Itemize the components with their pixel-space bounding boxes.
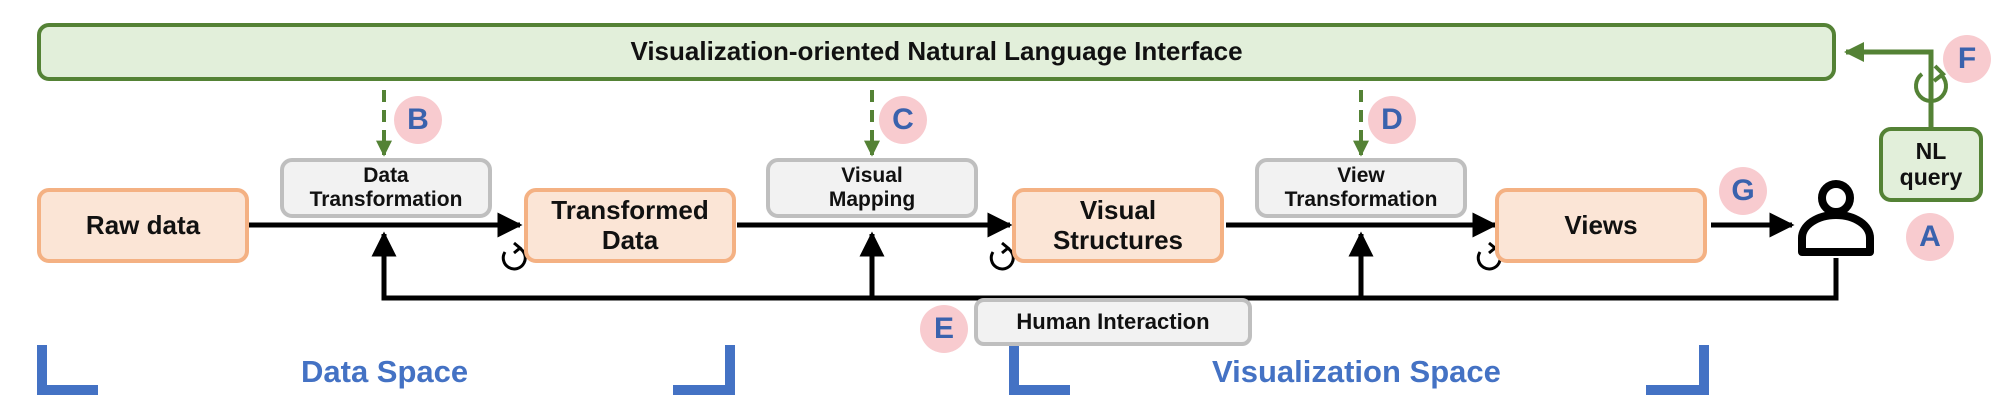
stage-views: Views <box>1495 188 1707 263</box>
cycle-arrow-icon <box>989 241 1015 271</box>
badge-g: G <box>1719 167 1767 215</box>
badge-a: A <box>1906 213 1954 261</box>
op-visual-mapping: Visual Mapping <box>766 158 978 218</box>
data-space-bracket-left <box>37 345 98 395</box>
human-interaction-box: Human Interaction <box>974 298 1252 346</box>
cycle-arrow-icon <box>501 241 527 271</box>
badge-c: C <box>879 96 927 144</box>
stage-transformed-data: Transformed Data <box>524 188 736 263</box>
visualization-space-bracket-left <box>1009 345 1070 395</box>
op-data-transformation: Data Transformation <box>280 158 492 218</box>
visualization-space-bracket-right <box>1646 345 1709 395</box>
badge-e: E <box>920 305 968 353</box>
nl-query-cycle-icon <box>1914 64 1948 103</box>
badge-f: F <box>1943 35 1991 83</box>
nl-interface-banner: Visualization-oriented Natural Language … <box>37 23 1836 81</box>
user-icon <box>1798 180 1874 256</box>
data-space-label: Data Space <box>301 354 469 389</box>
op-view-transformation: View Transformation <box>1255 158 1467 218</box>
data-space-bracket-right <box>673 345 735 395</box>
stage-raw-data: Raw data <box>37 188 249 263</box>
badge-d: D <box>1368 96 1416 144</box>
stage-visual-structures: Visual Structures <box>1012 188 1224 263</box>
visualization-space-label: Visualization Space <box>1212 354 1501 389</box>
nl-query-box: NL query <box>1879 127 1983 202</box>
badge-b: B <box>394 96 442 144</box>
